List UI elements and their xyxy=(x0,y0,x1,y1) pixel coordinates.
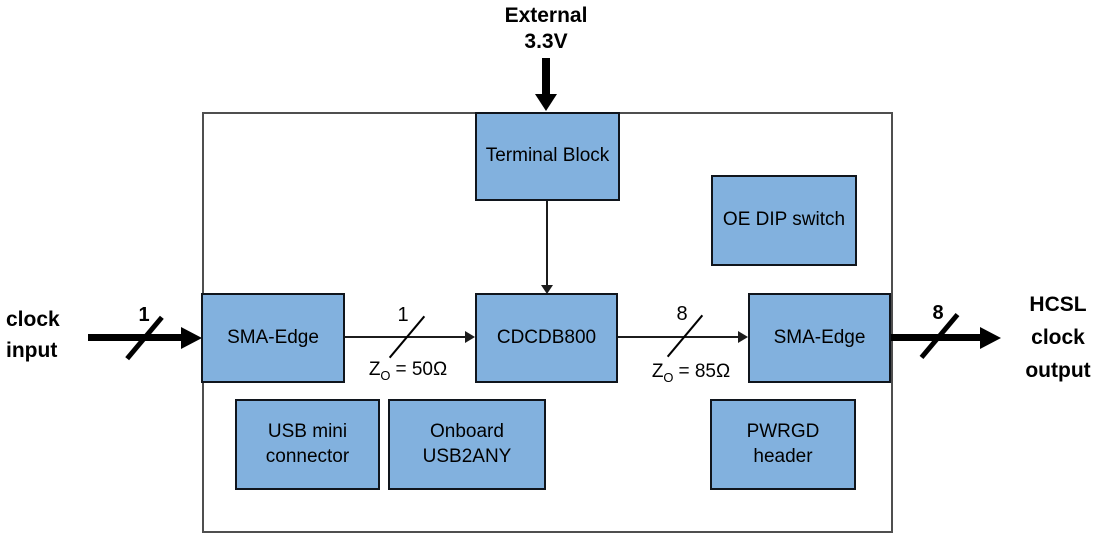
external-supply-label-line2: 3.3V xyxy=(524,30,568,53)
pwrgd-header-label: PWRGD header xyxy=(746,420,820,467)
clock-output-arrowhead-icon xyxy=(980,327,1001,349)
cdcdb800-to-sma-line xyxy=(618,336,738,338)
impedance-z-symbol: Z xyxy=(368,359,381,380)
impedance-z-subscript: O xyxy=(380,367,391,383)
block-sma-edge-input: SMA-Edge xyxy=(201,293,345,383)
external-supply-label: External 3.3V xyxy=(496,3,596,55)
clock-output-label-line3: output xyxy=(1025,359,1091,382)
block-usb-mini-connector: USB mini connector xyxy=(235,399,380,490)
impedance-input-value: = 50Ω xyxy=(395,359,448,380)
block-onboard-usb2any: Onboard USB2ANY xyxy=(388,399,546,490)
sma-to-cdcdb800-bus-width: 1 xyxy=(397,304,409,326)
clock-output-bus-width: 8 xyxy=(932,302,944,324)
clock-output-label-line1: HCSL xyxy=(1029,293,1087,316)
impedance-z-subscript: O xyxy=(663,369,674,385)
clock-input-label: clock input xyxy=(6,304,76,366)
external-supply-arrow-shaft xyxy=(542,58,550,94)
external-supply-arrowhead-icon xyxy=(535,94,557,111)
onboard-usb2any-label: Onboard USB2ANY xyxy=(422,420,512,467)
terminal-to-cdcdb800-line xyxy=(546,201,548,285)
cdcdb800-label: CDCDB800 xyxy=(496,326,597,348)
oe-dip-switch-label: OE DIP switch xyxy=(722,209,846,231)
clock-input-label-line2: input xyxy=(6,339,58,362)
clock-input-arrowhead-icon xyxy=(181,327,202,349)
clock-input-arrow-shaft xyxy=(88,334,181,341)
terminal-block-label: Terminal Block xyxy=(485,145,610,167)
external-supply-label-line1: External xyxy=(504,4,588,27)
impedance-output-value: = 85Ω xyxy=(678,361,731,382)
clock-input-bus-width: 1 xyxy=(138,304,150,326)
clock-output-label: HCSL clock output xyxy=(1016,288,1100,387)
cdcdb800-to-sma-bus-width: 8 xyxy=(676,303,688,325)
block-terminal-block: Terminal Block xyxy=(475,112,620,201)
clock-input-label-line1: clock xyxy=(6,308,60,331)
block-pwrgd-header: PWRGD header xyxy=(710,399,856,490)
sma-to-cdcdb800-arrowhead-icon xyxy=(465,331,475,343)
cdcdb800-to-sma-arrowhead-icon xyxy=(738,331,748,343)
sma-edge-output-label: SMA-Edge xyxy=(773,326,866,348)
impedance-label-output: ZO= 85Ω xyxy=(635,361,747,385)
block-cdcdb800: CDCDB800 xyxy=(475,293,618,383)
clock-output-label-line2: clock xyxy=(1031,326,1085,349)
impedance-z-symbol: Z xyxy=(651,361,664,382)
block-oe-dip-switch: OE DIP switch xyxy=(711,175,857,266)
sma-edge-input-label: SMA-Edge xyxy=(227,326,319,348)
block-sma-edge-output: SMA-Edge xyxy=(748,293,891,383)
impedance-label-input: ZO= 50Ω xyxy=(352,359,464,383)
terminal-to-cdcdb800-arrowhead-icon xyxy=(541,285,553,294)
usb-mini-connector-label: USB mini connector xyxy=(265,420,350,467)
